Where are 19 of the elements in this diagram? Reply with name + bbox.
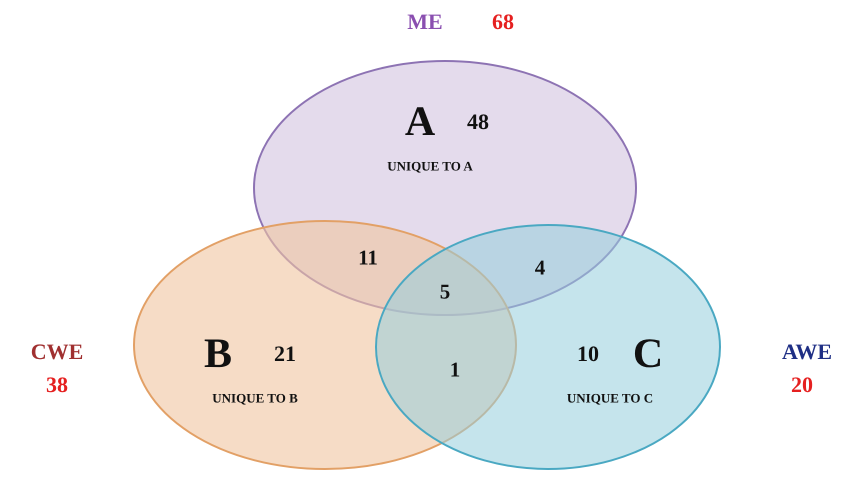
set-name: CWE — [30, 341, 84, 363]
set-total: 68 — [492, 11, 514, 33]
overlap-count: 5 — [440, 282, 450, 302]
set-name: ME — [407, 11, 443, 33]
set-letter: B — [204, 333, 232, 375]
set-caption: UNIQUE TO B — [212, 392, 298, 404]
set-name: AWE — [782, 341, 832, 363]
overlap-count: 11 — [358, 248, 378, 268]
count-label: 21 — [274, 343, 296, 365]
count-label: 48 — [467, 111, 489, 133]
set-letter: C — [632, 333, 664, 375]
set-letter: A — [404, 101, 436, 143]
set-caption: UNIQUE TO A — [387, 160, 473, 172]
overlap-count: 1 — [450, 360, 460, 380]
set-total: 38 — [46, 374, 68, 396]
count-label: 10 — [577, 343, 599, 365]
set-caption: UNIQUE TO C — [566, 392, 654, 404]
overlap-count: 4 — [534, 258, 546, 278]
set-total: 20 — [791, 374, 813, 396]
